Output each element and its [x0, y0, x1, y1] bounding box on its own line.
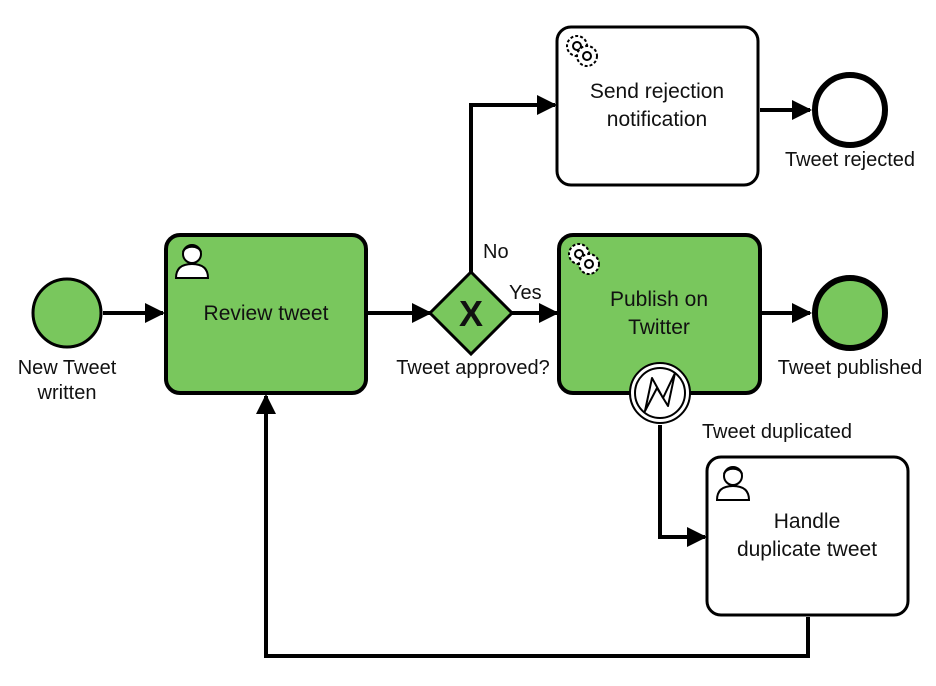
task-publish[interactable]: Publish on Twitter [557, 233, 762, 395]
flow-handle-to-review[interactable] [256, 394, 810, 658]
end-event-published[interactable]: Tweet published [778, 275, 923, 379]
task-send-rejection[interactable]: Send rejection notification [555, 25, 760, 187]
gateway-marker-x: X [459, 293, 483, 334]
exclusive-gateway[interactable]: X Tweet approved? [396, 269, 550, 379]
task-handle-duplicate-label-line2: duplicate tweet [737, 538, 877, 561]
task-review-tweet[interactable]: Review tweet [164, 233, 368, 395]
flow-label-no: No [483, 241, 509, 263]
sequence-flows [103, 95, 812, 658]
task-send-rejection-label-line1: Send rejection [590, 80, 724, 103]
flow-gateway-to-rejection[interactable] [469, 95, 557, 272]
task-send-rejection-label-line2: notification [607, 108, 707, 131]
task-review-tweet-label: Review tweet [204, 302, 329, 325]
error-boundary-event[interactable]: Tweet duplicated [629, 362, 852, 443]
end-event-published-label: Tweet published [778, 357, 923, 379]
error-icon [644, 372, 676, 412]
task-send-rejection-box[interactable] [555, 25, 760, 187]
end-event-rejected-label: Tweet rejected [785, 149, 915, 171]
end-event-rejected[interactable]: Tweet rejected [785, 72, 915, 171]
task-handle-duplicate-label-line1: Handle [774, 510, 841, 533]
start-event-label-line1: New Tweet [18, 357, 117, 379]
gateway-diamond[interactable] [427, 269, 515, 357]
task-handle-duplicate-box[interactable] [705, 455, 910, 617]
task-handle-duplicate[interactable]: Handle duplicate tweet [705, 455, 910, 617]
task-publish-label-line1: Publish on [610, 288, 708, 311]
flow-label-yes: Yes [509, 282, 542, 304]
end-event-rejected-circle[interactable] [812, 72, 888, 148]
end-event-published-circle[interactable] [812, 275, 888, 351]
start-event[interactable]: New Tweet written [18, 277, 117, 404]
start-event-label-line2: written [37, 382, 97, 404]
gateway-label: Tweet approved? [396, 357, 549, 379]
flow-error-to-handle[interactable] [658, 425, 707, 547]
error-boundary-label: Tweet duplicated [702, 421, 852, 443]
task-review-tweet-box[interactable] [164, 233, 368, 395]
task-publish-label-line2: Twitter [628, 316, 690, 339]
start-event-circle[interactable] [31, 277, 103, 349]
